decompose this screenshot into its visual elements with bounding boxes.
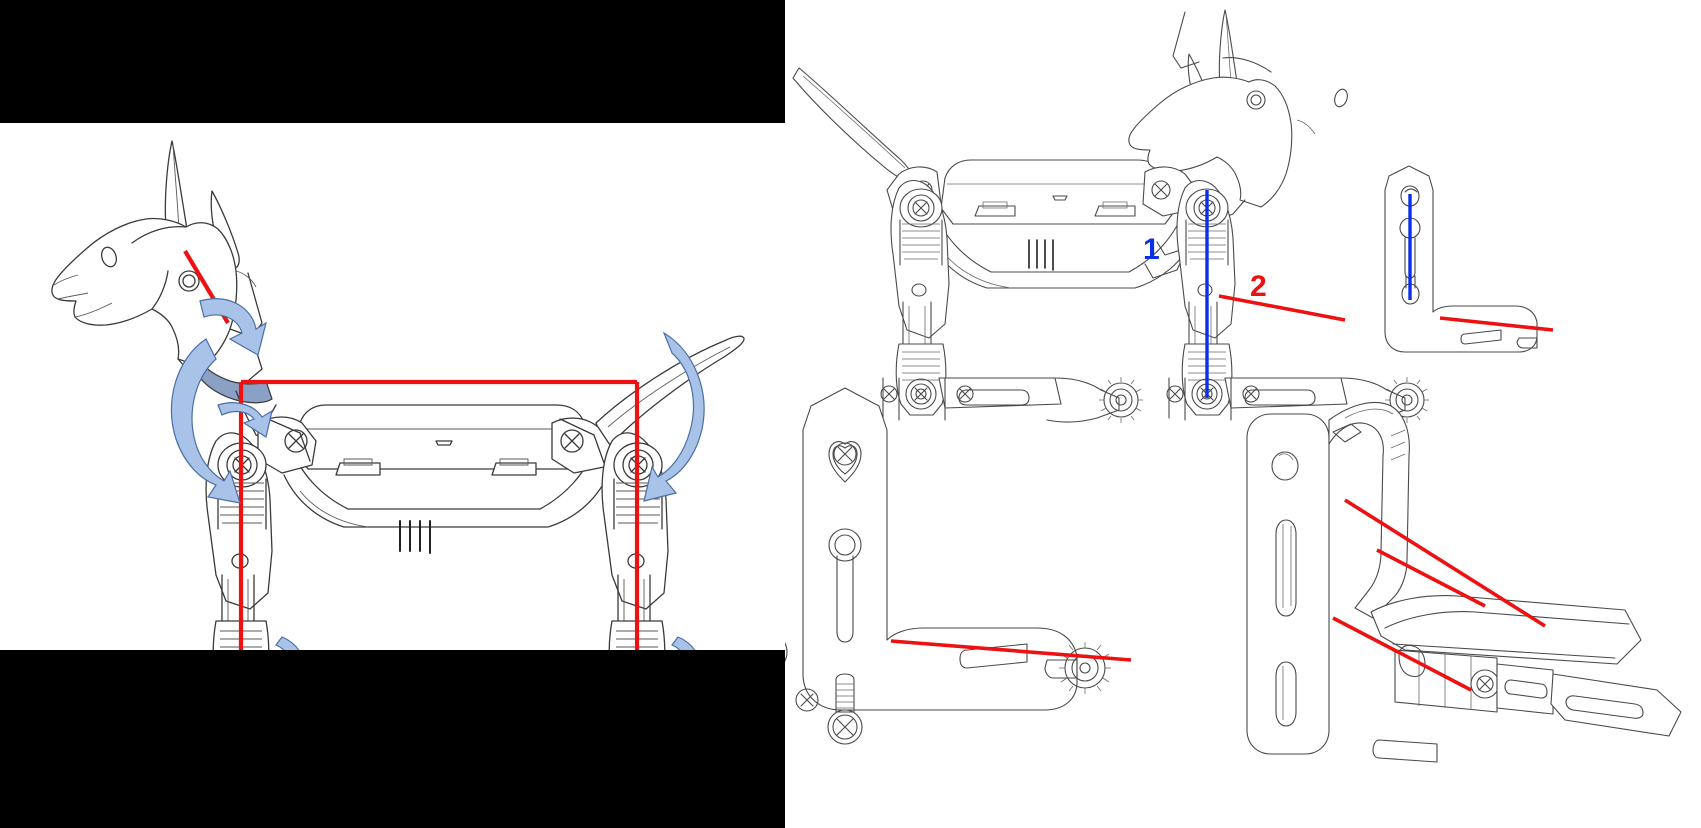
callout-label-1: 1 [1143, 233, 1160, 266]
assembly-knurl-wheel [785, 642, 788, 662]
red-axis-line-assembly-lower [1332, 616, 1472, 692]
top-view-rear-leg [880, 166, 1143, 423]
red-axis-line-bracket-large [890, 639, 1132, 662]
main-side-view-panel: .ln { fill:none; stroke:#3a3a3a; stroke-… [0, 123, 785, 650]
red-axis-line-assembly-upper [1376, 548, 1486, 608]
red-axis-line-top-view [1218, 294, 1346, 322]
screw-head-top [828, 441, 862, 483]
front-leg-group [205, 416, 317, 650]
letterbox-band-bottom [0, 650, 785, 828]
callout-label-2: 2 [1250, 270, 1267, 303]
bracket-detail-small-group [1384, 165, 1554, 353]
rotation-arrows [170, 298, 705, 650]
bracket-detail-large-group [795, 387, 1132, 745]
dog-body-group [283, 335, 745, 554]
detail-views-panel: .rln { fill:none; stroke:#4a4a4a; stroke… [785, 0, 1701, 828]
red-axis-line-bracket-small [1439, 316, 1554, 332]
red-axis-line-assembly-upper2 [1344, 498, 1546, 628]
screw-bottom [827, 673, 863, 745]
top-view-dog-head [1128, 9, 1348, 230]
main-side-view-drawing: .ln { fill:none; stroke:#3a3a3a; stroke-… [51, 140, 745, 650]
dog-head-group [51, 140, 263, 392]
knurl-wheel-detail [1059, 642, 1111, 694]
top-dog-view-group [792, 9, 1429, 423]
detail-views-drawing: .rln { fill:none; stroke:#4a4a4a; stroke… [785, 9, 1682, 763]
assembly-detail-group [785, 401, 1682, 763]
letterbox-band-top [0, 0, 785, 123]
